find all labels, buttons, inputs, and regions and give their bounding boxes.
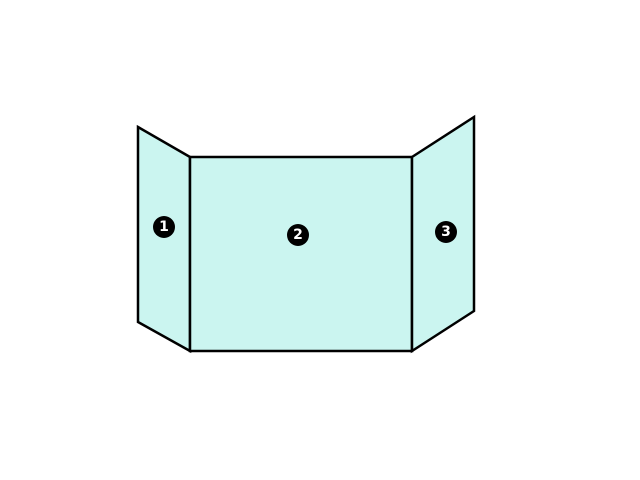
left-panel (136, 124, 192, 354)
center-panel (188, 155, 414, 353)
panel-1-label: 1 (159, 219, 169, 235)
panel-3-label: 3 (441, 224, 451, 240)
panel-1-marker: 1 (153, 216, 175, 238)
panel-3-marker-circle (435, 221, 457, 243)
panel-2-label: 2 (293, 227, 303, 243)
panel-2-marker-circle (287, 224, 309, 246)
panel-2-marker: 2 (287, 224, 309, 246)
panel-3-marker: 3 (435, 221, 457, 243)
panel-1-marker-circle (153, 216, 175, 238)
